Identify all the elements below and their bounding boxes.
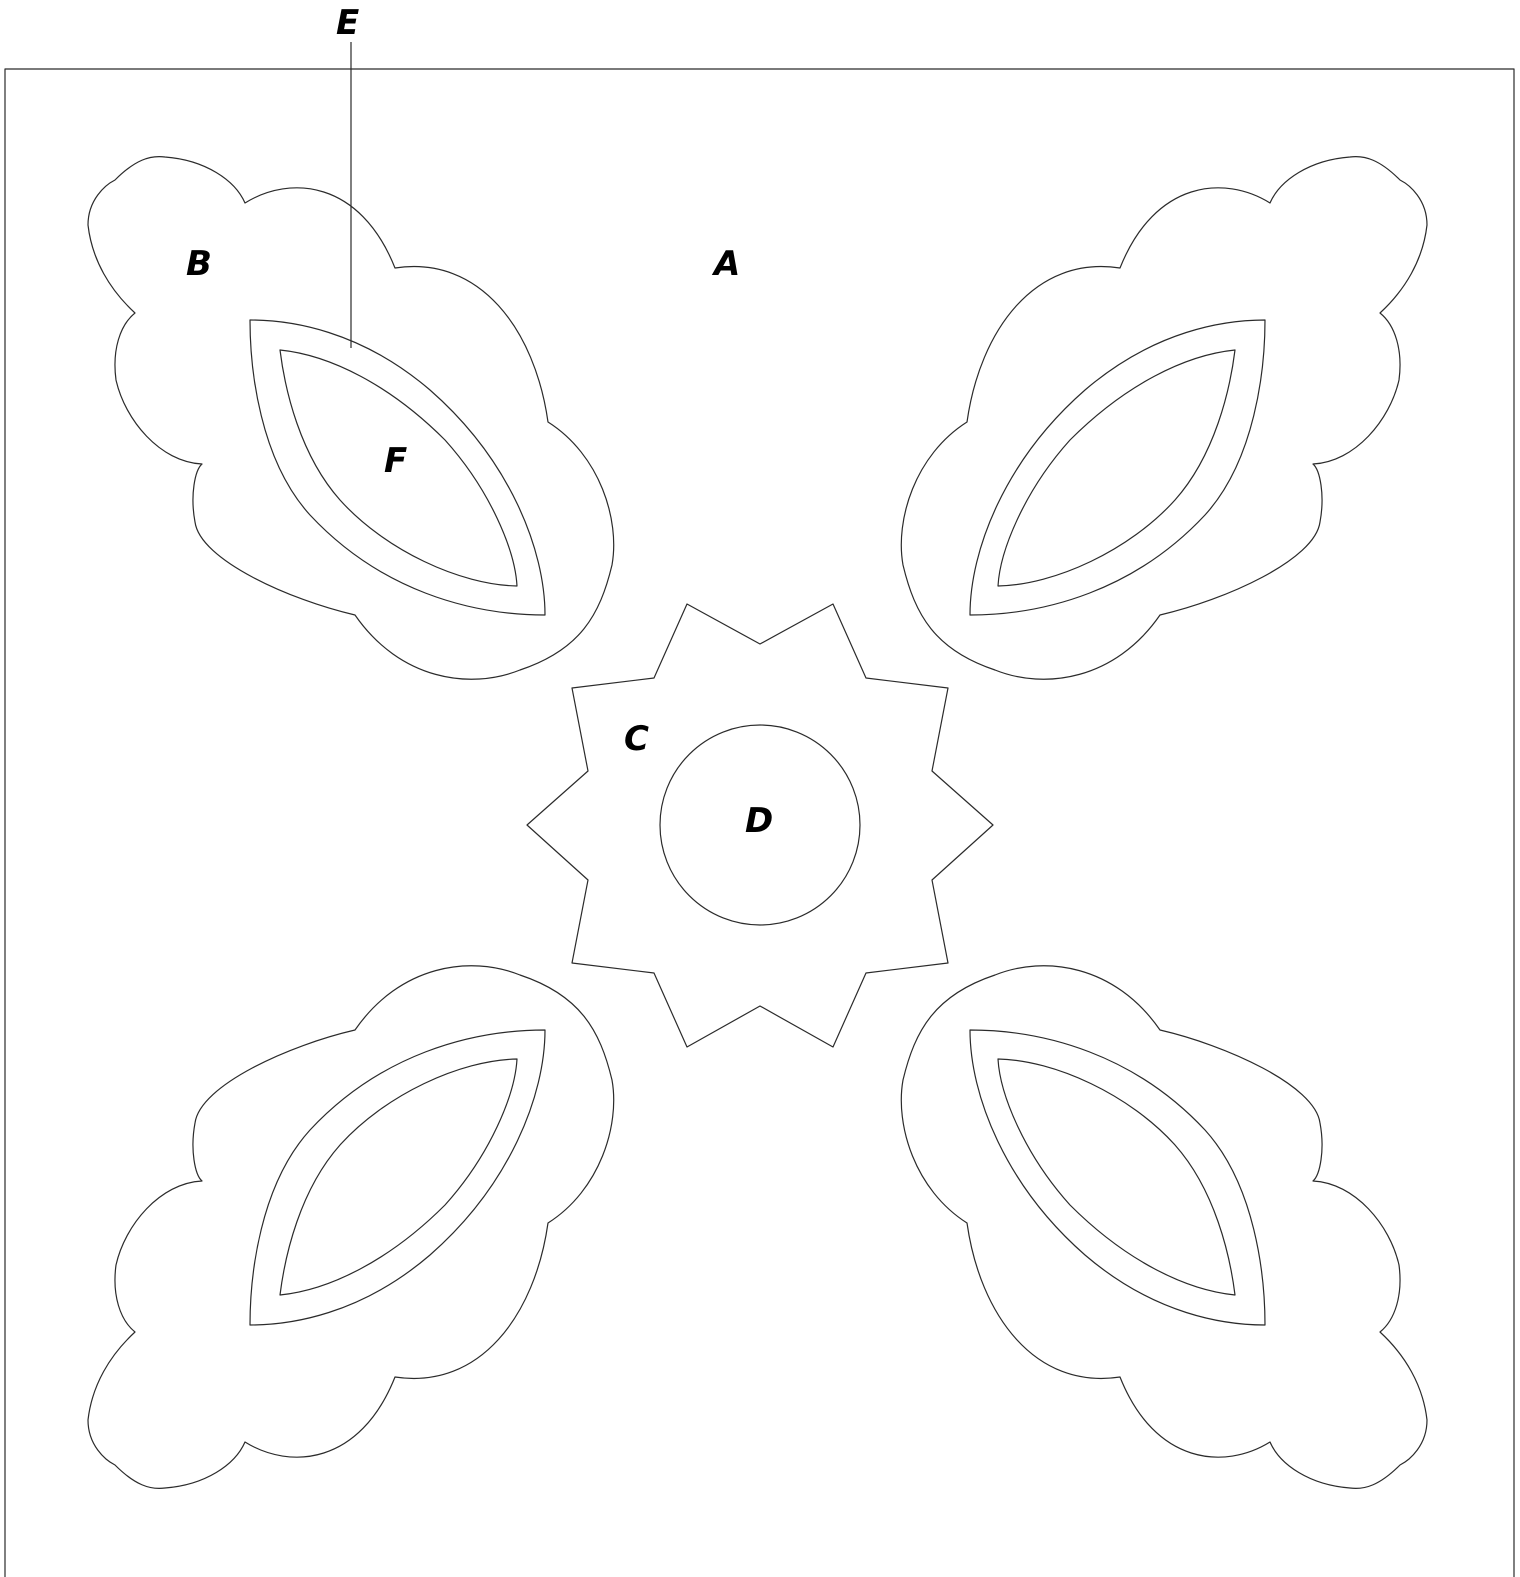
- label-d: D: [745, 801, 773, 841]
- label-c: C: [624, 719, 649, 759]
- leaf-bottom-left: [88, 966, 614, 1489]
- leaf-top-right: [901, 157, 1427, 680]
- label-a: A: [711, 244, 740, 284]
- label-f: F: [384, 441, 407, 481]
- label-b: B: [186, 244, 212, 284]
- leaf-bottom-right: [901, 966, 1427, 1489]
- label-e: E: [336, 3, 359, 43]
